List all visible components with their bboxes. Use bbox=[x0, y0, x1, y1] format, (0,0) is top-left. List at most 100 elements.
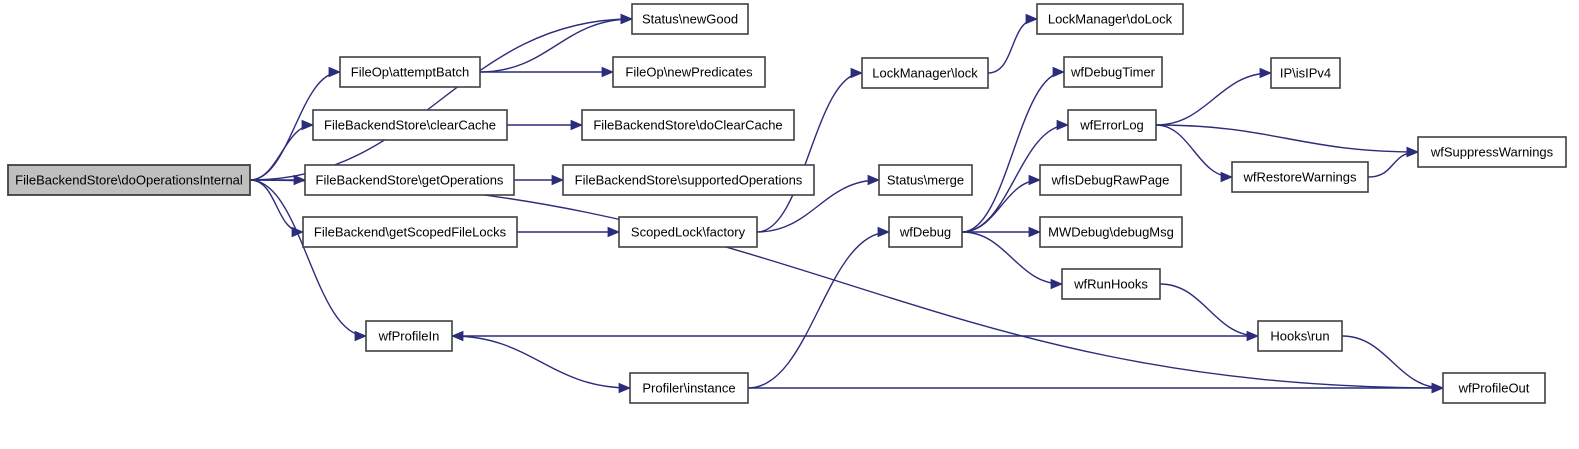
node-border bbox=[1039, 164, 1182, 196]
edge-arrowhead bbox=[601, 66, 615, 78]
node-label: FileBackendStore\getOperations bbox=[316, 172, 504, 187]
node-border bbox=[612, 56, 766, 88]
node-border bbox=[312, 109, 508, 141]
graph-node-profiler-instance[interactable]: Profiler\instance bbox=[629, 372, 749, 404]
graph-node-wfsuppresswarnings[interactable]: wfSuppressWarnings bbox=[1417, 136, 1567, 168]
graph-edge-filebackendstore-dooperationsinternal--to--wfprofileout bbox=[249, 179, 1444, 389]
graph-node-fileop-attemptbatch[interactable]: FileOp\attemptBatch bbox=[339, 56, 481, 88]
node-border bbox=[1067, 109, 1157, 141]
node-border bbox=[1036, 3, 1184, 35]
edge-arrowhead bbox=[1028, 226, 1042, 238]
edge-arrowhead bbox=[328, 66, 342, 78]
graph-node-filebackendstore-clearcache[interactable]: FileBackendStore\clearCache bbox=[312, 109, 508, 141]
node-label: wfDebugTimer bbox=[1070, 64, 1156, 79]
graph-node-filebackendstore-getoperations[interactable]: FileBackendStore\getOperations bbox=[304, 164, 515, 196]
graph-node-wfprofileout[interactable]: wfProfileOut bbox=[1442, 372, 1546, 404]
edge-arrowhead bbox=[618, 382, 632, 394]
graph-node-wfprofilein[interactable]: wfProfileIn bbox=[365, 320, 453, 352]
node-border bbox=[1257, 320, 1343, 352]
graph-edge-scopedlock-factory--to--status-merge bbox=[756, 179, 880, 233]
node-label: MWDebug\debugMsg bbox=[1048, 224, 1174, 239]
node-border bbox=[888, 216, 963, 248]
node-label: ScopedLock\factory bbox=[631, 224, 746, 239]
graph-node-wfrunhooks[interactable]: wfRunHooks bbox=[1061, 268, 1161, 300]
node-label: Profiler\instance bbox=[642, 380, 735, 395]
graph-node-filebackendstore-doclearcache[interactable]: FileBackendStore\doClearCache bbox=[581, 109, 795, 141]
edge-arrowhead bbox=[850, 67, 864, 79]
graph-edge-wfdebug--to--wfisdebugrawpage bbox=[961, 179, 1041, 233]
edge-arrowhead bbox=[551, 174, 565, 186]
node-border bbox=[1063, 56, 1163, 88]
node-label: FileBackendStore\supportedOperations bbox=[575, 172, 803, 187]
graph-node-mwdebug-debugmsg[interactable]: MWDebug\debugMsg bbox=[1039, 216, 1183, 248]
node-label: wfErrorLog bbox=[1079, 117, 1144, 132]
node-border bbox=[365, 320, 453, 352]
graph-edge-wfdebug--to--wfrunhooks bbox=[961, 231, 1063, 285]
graph-edge-wferrorlog--to--wfsuppresswarnings bbox=[1155, 124, 1419, 153]
graph-node-wfdebugtimer[interactable]: wfDebugTimer bbox=[1063, 56, 1163, 88]
edge-arrowhead bbox=[1220, 171, 1234, 183]
node-border bbox=[1039, 216, 1183, 248]
node-label: wfProfileOut bbox=[1458, 380, 1530, 395]
node-border bbox=[581, 109, 795, 141]
graph-node-lockmanager-dolock[interactable]: LockManager\doLock bbox=[1036, 3, 1184, 35]
node-border bbox=[1061, 268, 1161, 300]
edge-arrowhead bbox=[1056, 119, 1070, 131]
node-label: FileBackendStore\clearCache bbox=[324, 117, 496, 132]
graph-node-wferrorlog[interactable]: wfErrorLog bbox=[1067, 109, 1157, 141]
graph-node-hooks-run[interactable]: Hooks\run bbox=[1257, 320, 1343, 352]
node-layer: FileBackendStore\doOperationsInternalFil… bbox=[7, 3, 1567, 404]
node-label: wfRunHooks bbox=[1073, 276, 1148, 291]
node-border bbox=[618, 216, 758, 248]
node-border bbox=[562, 164, 815, 196]
node-label: FileBackendStore\doOperationsInternal bbox=[15, 172, 243, 187]
graph-node-status-merge[interactable]: Status\merge bbox=[878, 164, 973, 196]
node-label: IP\isIPv4 bbox=[1280, 65, 1331, 80]
node-label: FileBackendStore\doClearCache bbox=[593, 117, 782, 132]
node-border bbox=[629, 372, 749, 404]
graph-edge-wfprofilein--to--profiler-instance bbox=[451, 335, 631, 389]
graph-edge-filebackendstore-dooperationsinternal--to--filebackend-getscopedfilelocks bbox=[249, 179, 304, 233]
node-label: FileOp\newPredicates bbox=[625, 64, 753, 79]
edge-arrowhead bbox=[877, 226, 891, 238]
graph-node-wfrestorewarnings[interactable]: wfRestoreWarnings bbox=[1231, 161, 1369, 193]
graph-node-fileop-newpredicates[interactable]: FileOp\newPredicates bbox=[612, 56, 766, 88]
graph-edge-wfrestorewarnings--to--wfsuppresswarnings bbox=[1367, 151, 1419, 178]
graph-edge-filebackendstore-dooperationsinternal--to--filebackendstore-clearcache bbox=[249, 124, 314, 181]
node-border bbox=[339, 56, 481, 88]
node-border bbox=[861, 57, 989, 89]
edge-arrowhead bbox=[620, 13, 634, 25]
node-label: Hooks\run bbox=[1270, 328, 1329, 343]
graph-node-ip-isipv4[interactable]: IP\isIPv4 bbox=[1270, 57, 1341, 89]
node-border bbox=[7, 164, 251, 196]
edge-arrowhead bbox=[354, 330, 368, 342]
node-label: LockManager\lock bbox=[872, 65, 978, 80]
node-border bbox=[1231, 161, 1369, 193]
graph-node-wfdebug[interactable]: wfDebug bbox=[888, 216, 963, 248]
edge-arrowhead bbox=[1025, 13, 1039, 25]
graph-node-filebackendstore-dooperationsinternal[interactable]: FileBackendStore\doOperationsInternal bbox=[7, 164, 251, 196]
graph-node-filebackend-getscopedfilelocks[interactable]: FileBackend\getScopedFileLocks bbox=[302, 216, 518, 248]
graph-node-status-newgood[interactable]: Status\newGood bbox=[631, 3, 749, 35]
node-label: wfDebug bbox=[899, 224, 951, 239]
node-border bbox=[1442, 372, 1546, 404]
node-label: Status\merge bbox=[887, 172, 964, 187]
node-label: wfProfileIn bbox=[378, 328, 440, 343]
graph-edge-hooks-run--to--wfprofileout bbox=[1341, 335, 1444, 389]
edge-arrowhead bbox=[1028, 174, 1042, 186]
node-border bbox=[1417, 136, 1567, 168]
node-border bbox=[631, 3, 749, 35]
graph-edge-wferrorlog--to--ip-isipv4 bbox=[1155, 72, 1272, 126]
node-label: wfSuppressWarnings bbox=[1430, 144, 1554, 159]
graph-node-filebackendstore-supportedoperations[interactable]: FileBackendStore\supportedOperations bbox=[562, 164, 815, 196]
node-border bbox=[878, 164, 973, 196]
edge-arrowhead bbox=[607, 226, 621, 238]
graph-node-lockmanager-lock[interactable]: LockManager\lock bbox=[861, 57, 989, 89]
edge-arrowhead bbox=[301, 119, 315, 131]
graph-edge-wfdebug--to--wfdebugtimer bbox=[961, 71, 1065, 233]
graph-node-scopedlock-factory[interactable]: ScopedLock\factory bbox=[618, 216, 758, 248]
graph-node-wfisdebugrawpage[interactable]: wfIsDebugRawPage bbox=[1039, 164, 1182, 196]
edge-arrowhead bbox=[570, 119, 584, 131]
